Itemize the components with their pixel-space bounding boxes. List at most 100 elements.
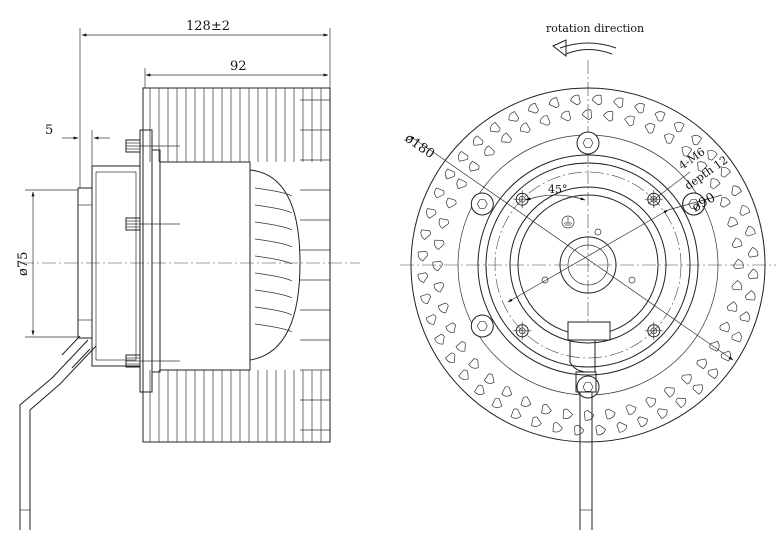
blade-slot — [681, 374, 692, 385]
blade-slot — [434, 333, 445, 345]
blade-slot — [613, 97, 624, 108]
blade-slot — [583, 410, 595, 421]
blade-slot — [548, 97, 560, 108]
blade-slot — [417, 272, 429, 283]
blade-slot — [696, 358, 707, 370]
blade-slot — [604, 408, 616, 420]
blade-slot — [731, 237, 743, 249]
blade-slot — [691, 135, 703, 146]
motor-fin — [254, 204, 293, 214]
blade-slot — [520, 122, 531, 133]
mounting-boss — [576, 131, 600, 155]
motor-dome — [249, 169, 301, 361]
blade-slot — [720, 350, 732, 362]
blade-slot — [510, 408, 522, 419]
blade-slot — [458, 150, 469, 162]
blade-slot — [637, 416, 648, 428]
blade-slot — [432, 260, 443, 272]
blade-slot — [417, 251, 429, 262]
blade-slot — [458, 369, 469, 380]
blade-slot — [634, 103, 645, 114]
impeller-blades — [149, 88, 330, 442]
blade-slot — [731, 280, 742, 291]
blade-slot — [654, 111, 666, 122]
mounting-boss — [470, 192, 494, 216]
dim-overall-label: 128±2 — [186, 19, 230, 34]
blade-slot — [469, 160, 480, 172]
blade-slot — [445, 322, 456, 333]
blade-slot — [433, 281, 445, 293]
vent-hole — [628, 276, 636, 284]
blade-slot — [531, 416, 542, 427]
blade-slot — [434, 187, 445, 199]
blade-slot — [733, 258, 744, 270]
blade-slot — [692, 384, 703, 395]
dim-body-label: 92 — [230, 59, 247, 74]
blade-slot — [720, 197, 731, 208]
blade-slot — [616, 422, 628, 433]
blade-slot — [528, 102, 539, 114]
blade-slot — [501, 132, 512, 143]
blade-slot — [603, 111, 614, 122]
blade-slot — [444, 168, 456, 180]
dim-angle: 45° — [525, 183, 586, 201]
blade-slot — [591, 94, 602, 106]
motor-fin — [254, 238, 293, 248]
blade-slot — [438, 218, 449, 229]
blade-slot — [673, 121, 685, 133]
blade-slot — [490, 122, 501, 133]
blade-slot — [710, 178, 721, 189]
blade-slot — [539, 115, 551, 126]
dim-body-length: 92 — [144, 59, 329, 88]
blade-slot — [624, 115, 635, 126]
blade-slot — [747, 247, 759, 258]
blade-slot — [446, 197, 457, 209]
motor-fin — [254, 272, 293, 282]
blade-slot — [731, 331, 742, 343]
blade-slot — [625, 404, 637, 415]
rotation-arrow-icon — [559, 42, 617, 49]
motor-fin — [254, 187, 293, 197]
blade-slot — [595, 424, 606, 436]
motor-fins — [254, 187, 293, 333]
blade-slot — [473, 135, 484, 146]
rotation-label: rotation direction — [546, 22, 644, 35]
blade-slot — [707, 368, 718, 380]
impeller-blade-slots — [417, 94, 759, 436]
blade-slot — [425, 314, 437, 325]
motor-fin — [254, 221, 293, 231]
blade-slot — [426, 208, 437, 219]
blade-slot — [562, 408, 573, 419]
blade-slot — [468, 358, 479, 369]
motor-fin — [254, 255, 293, 265]
blade-slot — [581, 109, 593, 120]
ground-symbol-icon — [561, 215, 575, 229]
bolt-bottom — [125, 354, 180, 368]
motor-fin — [254, 323, 293, 333]
blade-slot — [508, 111, 520, 122]
cable-outlet — [567, 321, 611, 530]
dim-flange-label: 5 — [45, 123, 53, 138]
impeller-outline — [142, 87, 331, 443]
bolt-middle — [125, 217, 180, 231]
blade-slot — [745, 290, 756, 301]
blade-slot — [420, 293, 431, 305]
motor-fin — [254, 306, 293, 316]
blade-slot — [664, 387, 675, 398]
blade-slot — [445, 352, 456, 363]
blade-slot — [731, 185, 742, 197]
dim-hub-diameter: ø75 — [16, 189, 78, 338]
blade-slot — [473, 384, 485, 395]
blade-slot — [663, 133, 675, 144]
blade-slot — [541, 404, 552, 415]
mounting-boss — [470, 314, 494, 338]
blade-slot — [727, 301, 738, 312]
blade-slot — [438, 302, 449, 314]
bolt-top — [125, 139, 180, 153]
blade-slot — [455, 341, 466, 352]
blade-slot — [745, 225, 756, 237]
dim-angle-label: 45° — [548, 183, 568, 196]
blade-slot — [675, 397, 686, 408]
blade-slot — [520, 396, 532, 407]
